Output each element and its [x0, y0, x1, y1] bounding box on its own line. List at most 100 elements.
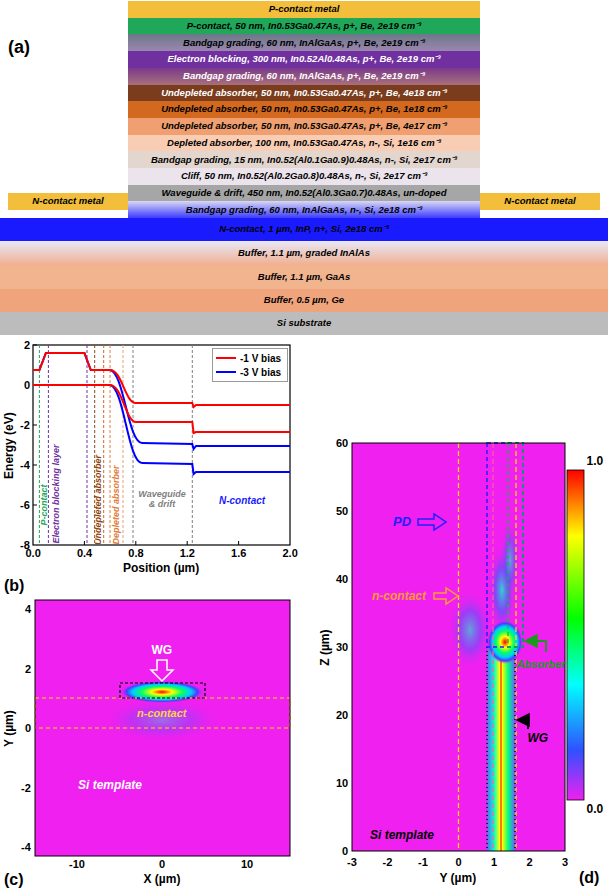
tick-label: -6 [20, 499, 30, 511]
tick-label: 2 [527, 856, 533, 868]
axis-title: Y (µm) [2, 710, 15, 747]
layer-text: Waveguide & drift, 450 nm, In0.52(Al0.3G… [162, 188, 447, 198]
layer-band: Depleted absorber, 100 nm, In0.53Ga0.47A… [128, 135, 480, 152]
tick-label: 0.8 [128, 547, 143, 559]
axis-title: Position (µm) [123, 562, 199, 575]
axis-title: Energy (eV) [2, 412, 15, 479]
mode-profile [35, 600, 290, 856]
panel-label: (d) [579, 869, 599, 887]
axis-title: Z (µm) [319, 629, 332, 665]
layer-text: Bandgap grading, 60 nm, InAlGaAs, p+, Be… [183, 38, 425, 48]
axis-title: Y (µm) [440, 872, 477, 885]
layer-text: P-contact, 50 nm, In0.53Ga0.47As, p+, Be… [187, 21, 422, 31]
tick-label: 0 [159, 858, 165, 870]
layer-band: Undepleted absorber, 50 nm, In0.53Ga0.47… [128, 101, 480, 118]
region-label: Si template [78, 779, 142, 792]
region-label: P-contact [39, 484, 49, 525]
legend-box: -1 V bias -3 V bias [212, 348, 288, 382]
layer-band: Electron blocking, 300 nm, In0.52Al0.48A… [128, 51, 480, 68]
tick-label: 50 [336, 505, 348, 517]
colorbar-label: 1.0 [587, 455, 604, 468]
region-label: Electron blocking layer [51, 444, 61, 543]
band-plot [33, 345, 290, 545]
panel-label: (a) [8, 38, 30, 58]
propagation-map [352, 443, 584, 851]
layer-text: N-contact metal [32, 196, 103, 206]
region-label: N-contact [219, 495, 265, 506]
axis-title: X (µm) [144, 873, 181, 886]
panel-label: (c) [4, 871, 24, 889]
layer-band: Si substrate [0, 312, 608, 335]
tick-label: -10 [69, 858, 85, 870]
region-label: n-contact [137, 707, 187, 719]
layer-text: Bandgap grading, 60 nm, InAlGaAs, p+, Be… [183, 71, 425, 81]
layer-text: Undepleted absorber, 50 nm, In0.53Ga0.47… [161, 104, 447, 114]
layer-band: N-contact metal [480, 193, 600, 210]
tick-label: 0 [25, 722, 31, 734]
layer-text: Buffer, 1.1 µm, graded InAlAs [238, 248, 370, 258]
tick-label: 2 [25, 663, 31, 675]
tick-label: 10 [241, 858, 253, 870]
layer-text: Bandgap grading, 15 nm, In0.52(Al0.1Ga0.… [151, 155, 457, 165]
tick-label: 40 [336, 573, 348, 585]
region-label: Waveguide & drift [135, 490, 189, 510]
colorbar-label: 0.0 [587, 803, 604, 816]
legend-row: -1 V bias [216, 351, 284, 365]
tick-label: -1 [418, 856, 428, 868]
layer-text: Undepleted absorber, 50 nm, In0.53Ga0.47… [161, 121, 447, 131]
layer-band: Bandgap grading, 60 nm, InAlGaAs, p+, Be… [128, 34, 480, 51]
legend-swatch [216, 371, 236, 373]
layer-text: Depleted absorber, 100 nm, In0.53Ga0.47A… [167, 138, 441, 148]
tick-label: 1 [491, 856, 497, 868]
layer-band: N-contact, 1 µm, InP, n+, Si, 2e18 cm⁻³ [0, 218, 608, 241]
panel-label: (b) [4, 577, 24, 595]
layer-band: Undepleted absorber, 50 nm, In0.53Ga0.47… [128, 118, 480, 135]
layer-text: Si substrate [277, 318, 331, 328]
region-label: Undepleted absorber [94, 455, 104, 545]
tick-label: 30 [336, 641, 348, 653]
legend-text: -3 V bias [240, 367, 281, 378]
legend-row: -3 V bias [216, 365, 284, 379]
layer-band: P-contact, 50 nm, In0.53Ga0.47As, p+, Be… [128, 18, 480, 35]
callout-label: WG [152, 644, 173, 657]
tick-label: 1.2 [180, 547, 195, 559]
region-label: Depleted absorber [112, 465, 122, 544]
tick-label: 10 [336, 777, 348, 789]
tick-label: 0.4 [77, 547, 92, 559]
layer-band: Buffer, 1.1 µm, GaAs [0, 265, 608, 289]
tick-label: 4 [25, 603, 31, 615]
tick-label: -2 [20, 419, 30, 431]
layer-band: Waveguide & drift, 450 nm, In0.52(Al0.3G… [128, 185, 480, 202]
layer-band: Bandgap grading, 60 nm, InAlGaAs, p+, Be… [128, 68, 480, 85]
layer-band: Undepleted absorber, 50 nm, In0.53Ga0.47… [128, 85, 480, 102]
layer-text: Undepleted absorber, 50 nm, In0.53Ga0.47… [161, 88, 447, 98]
legend-text: -1 V bias [240, 353, 281, 364]
layer-text: Cliff, 50 nm, In0.52(Al0.2Ga0.8)0.48As, … [181, 171, 427, 181]
layer-band: P-contact metal [128, 1, 480, 18]
tick-label: 3 [562, 856, 568, 868]
callout-label: WG [528, 732, 549, 745]
tick-label: 1.6 [231, 547, 246, 559]
layer-band: N-contact metal [8, 193, 128, 210]
tick-label: 0 [456, 856, 462, 868]
layer-band: Buffer, 0.5 µm, Ge [0, 289, 608, 312]
layer-text: Electron blocking, 300 nm, In0.52Al0.48A… [167, 54, 440, 64]
tick-label: 2 [24, 339, 30, 351]
legend-swatch [216, 357, 236, 359]
layer-band: Buffer, 1.1 µm, graded InAlAs [0, 241, 608, 265]
tick-label: -3 [347, 856, 357, 868]
tick-label: 60 [336, 437, 348, 449]
layer-text: N-contact metal [504, 196, 575, 206]
layer-text: Buffer, 1.1 µm, GaAs [258, 272, 350, 282]
tick-label: 0 [342, 845, 348, 857]
callout-label: PD [393, 515, 411, 529]
tick-label: -2 [21, 782, 31, 794]
tick-label: 0 [24, 379, 30, 391]
layer-text: P-contact metal [269, 4, 340, 14]
tick-label: 2.0 [283, 547, 298, 559]
tick-label: -4 [20, 459, 30, 471]
callout-label: Absorber [517, 658, 566, 670]
tick-label: -2 [383, 856, 393, 868]
layer-text: Buffer, 0.5 µm, Ge [264, 295, 344, 305]
layer-band: Bandgap grading, 60 nm, InAlGaAs, n-, Si… [128, 201, 480, 218]
